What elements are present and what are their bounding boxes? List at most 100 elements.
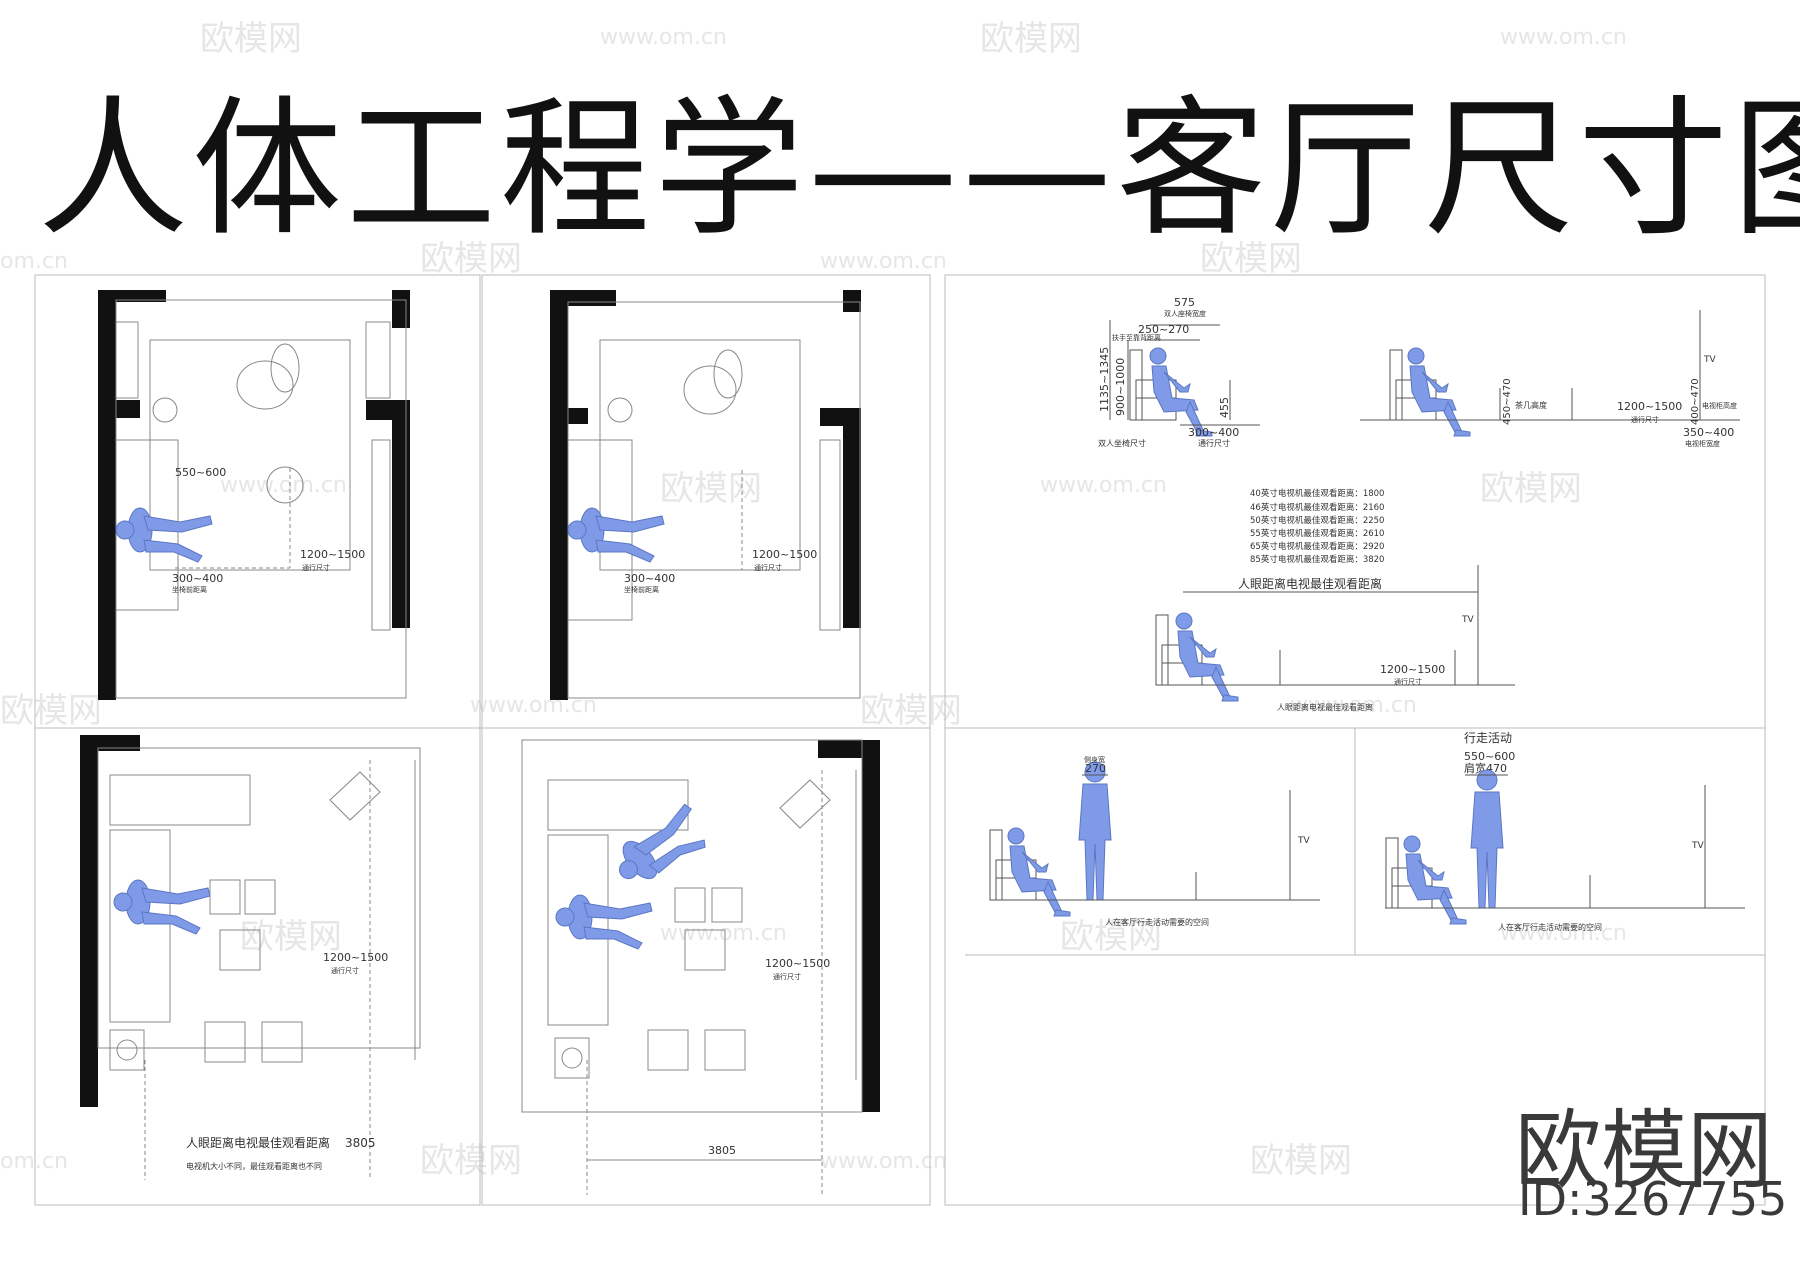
dimension-label: 1200~1500 (1617, 400, 1682, 413)
page-title: 人体工程学——客厅尺寸图 (38, 83, 1800, 257)
dimension-note: 扶手至靠背距离 (1112, 333, 1161, 342)
tv-distance-item: 65英寸电视机最佳观看距离：2920 (1250, 541, 1384, 552)
dimension-label: 300~400 (624, 572, 675, 585)
watermark-url: www.om.cn (1290, 693, 1417, 718)
watermark-logo: 欧模网 (660, 469, 762, 509)
dimension-label: 455 (1218, 397, 1231, 418)
dimension-label: 1200~1500 (765, 957, 830, 970)
section-heading: 人眼距离电视最佳观看距离 (1238, 576, 1382, 591)
dimension-label: 300~400 (172, 572, 223, 585)
dimension-note: 通行尺寸 (754, 563, 782, 572)
dimension-note: 双人坐椅尺寸 (1098, 438, 1146, 448)
dimension-label: 3805 (708, 1144, 736, 1157)
watermark-url: www.om.cn (1500, 25, 1627, 50)
tv-distance-item: 55英寸电视机最佳观看距离：2610 (1250, 528, 1384, 539)
seated-person-icon (1175, 612, 1239, 702)
watermark-url: www.om.cn (1040, 473, 1167, 498)
dimension-label: 575 (1174, 296, 1195, 309)
dimension-note: 通行尺寸 (1394, 677, 1422, 686)
caption: 人眼距离电视最佳观看距离 (1277, 702, 1373, 712)
dimension-label: 350~400 (1683, 426, 1734, 439)
plan-1: 550~600 1200~1500 通行尺寸 300~400 坐椅前距离 (98, 290, 410, 700)
dimension-label: 270 (1085, 762, 1106, 775)
elevation-side-standing: 270 侧身宽 TV 人在客厅行走活动需要的空间 (989, 755, 1320, 927)
watermark-logo: 欧模网 (860, 691, 962, 731)
dimension-note: 坐椅前距离 (624, 585, 659, 594)
watermark-url: www.om.cn (470, 693, 597, 718)
dimension-note: 通行尺寸 (773, 972, 801, 981)
tv-label: TV (1297, 836, 1310, 846)
seated-person-icon (1149, 347, 1213, 437)
dimension-note: 坐椅前距离 (172, 585, 207, 594)
standing-person-icon (1470, 769, 1504, 909)
watermark-url: www.om.cn (1500, 921, 1627, 946)
person-icon (567, 507, 665, 563)
watermark-url: www.om.cn (820, 1149, 947, 1174)
dimension-note: 茶几高度 (1515, 400, 1547, 410)
watermark-url: www.om.cn (600, 25, 727, 50)
dimension-label: 1200~1500 (300, 548, 365, 561)
tv-distance-item: 50英寸电视机最佳观看距离：2250 (1250, 515, 1384, 526)
watermark-logo: 欧模网 (1480, 469, 1582, 509)
person-icon (113, 879, 211, 935)
dimension-label: 450~470 (1502, 378, 1513, 425)
elevation-tv-cabinet: TV 茶几高度 450~470 1200~1500 通行尺寸 400~470 电… (1360, 310, 1740, 448)
caption: 人在客厅行走活动需要的空间 (1498, 922, 1602, 932)
dimension-label: 1135~1345 (1098, 347, 1111, 412)
dimension-note: 电视柜高度 (1702, 401, 1737, 410)
dimension-label: 900~1000 (1114, 358, 1127, 416)
dimension-label: 550~600 (175, 466, 226, 479)
watermark-logo: 欧模网 (240, 917, 342, 957)
brand-id: ID:3267755 (1518, 1172, 1788, 1226)
tv-distance-item: 46英寸电视机最佳观看距离：2160 (1250, 502, 1384, 513)
elevation-walking: 行走活动 550~600 肩宽470 TV 人在客厅行走活动需要的空间 (1385, 731, 1745, 932)
dimension-note: 通行尺寸 (1198, 438, 1230, 448)
watermark-layer: 欧模网 欧模网 www.om.cn www.om.cn 欧模网 欧模网 om.c… (0, 19, 1627, 1181)
elevation-seat-dimensions: 575 双人座椅宽度 250~270 扶手至靠背距离 1135~1345 900… (1098, 296, 1260, 448)
watermark-logo: 欧模网 (980, 19, 1082, 59)
caption: 人眼距离电视最佳观看距离 (186, 1135, 330, 1150)
dimension-label: 550~600 (1464, 750, 1515, 763)
tv-label: TV (1703, 355, 1716, 365)
brand-logo-text: 欧模网 (1515, 1101, 1773, 1201)
dimension-label: 300~400 (1188, 426, 1239, 439)
watermark-url: www.om.cn (820, 249, 947, 274)
dimension-label: 1200~1500 (1380, 663, 1445, 676)
watermark-logo: 欧模网 (0, 691, 102, 731)
standing-person-icon (1078, 761, 1112, 901)
watermark-url: om.cn (0, 249, 68, 274)
panel-frames (34, 274, 1766, 1206)
plan-3: 1200~1500 通行尺寸 人眼距离电视最佳观看距离 3805 电视机大小不同… (80, 735, 421, 1180)
tv-label: TV (1461, 615, 1474, 625)
dimension-label: 肩宽470 (1464, 761, 1507, 775)
dimension-label: 250~270 (1138, 323, 1189, 336)
dimension-note: 双人座椅宽度 (1164, 309, 1206, 318)
watermark-logo: 欧模网 (1200, 239, 1302, 279)
seated-person-icon (1007, 827, 1071, 917)
seated-person-icon (1407, 347, 1471, 437)
watermark-logo: 欧模网 (420, 1141, 522, 1181)
dimension-note: 通行尺寸 (331, 966, 359, 975)
section-heading: 行走活动 (1464, 731, 1512, 745)
watermark-logo: 欧模网 (1060, 917, 1162, 957)
person-icon (555, 894, 653, 950)
dimension-note: 电视柜宽度 (1685, 439, 1720, 448)
tv-distance-item: 85英寸电视机最佳观看距离：3820 (1250, 554, 1384, 565)
dimension-note: 侧身宽 (1084, 755, 1105, 764)
dimension-label: 1200~1500 (752, 548, 817, 561)
seated-person-icon (1403, 835, 1467, 925)
plan-2: 1200~1500 通行尺寸 300~400 坐椅前距离 (550, 290, 861, 700)
dimension-label: 3805 (345, 1136, 376, 1150)
watermark-logo: 欧模网 (1250, 1141, 1352, 1181)
watermark-logo: 欧模网 (200, 19, 302, 59)
dimension-label: 1200~1500 (323, 951, 388, 964)
tv-distance-item: 40英寸电视机最佳观看距离：1800 (1250, 488, 1384, 499)
watermark-url: om.cn (0, 1149, 68, 1174)
person-icon (115, 507, 213, 563)
caption: 人在客厅行走活动需要的空间 (1105, 917, 1209, 927)
dimension-note: 通行尺寸 (302, 563, 330, 572)
watermark-url: www.om.cn (220, 473, 347, 498)
dimension-note: 通行尺寸 (1631, 415, 1659, 424)
tv-distance-elevation: 40英寸电视机最佳观看距离：1800 46英寸电视机最佳观看距离：2160 50… (1155, 488, 1515, 712)
